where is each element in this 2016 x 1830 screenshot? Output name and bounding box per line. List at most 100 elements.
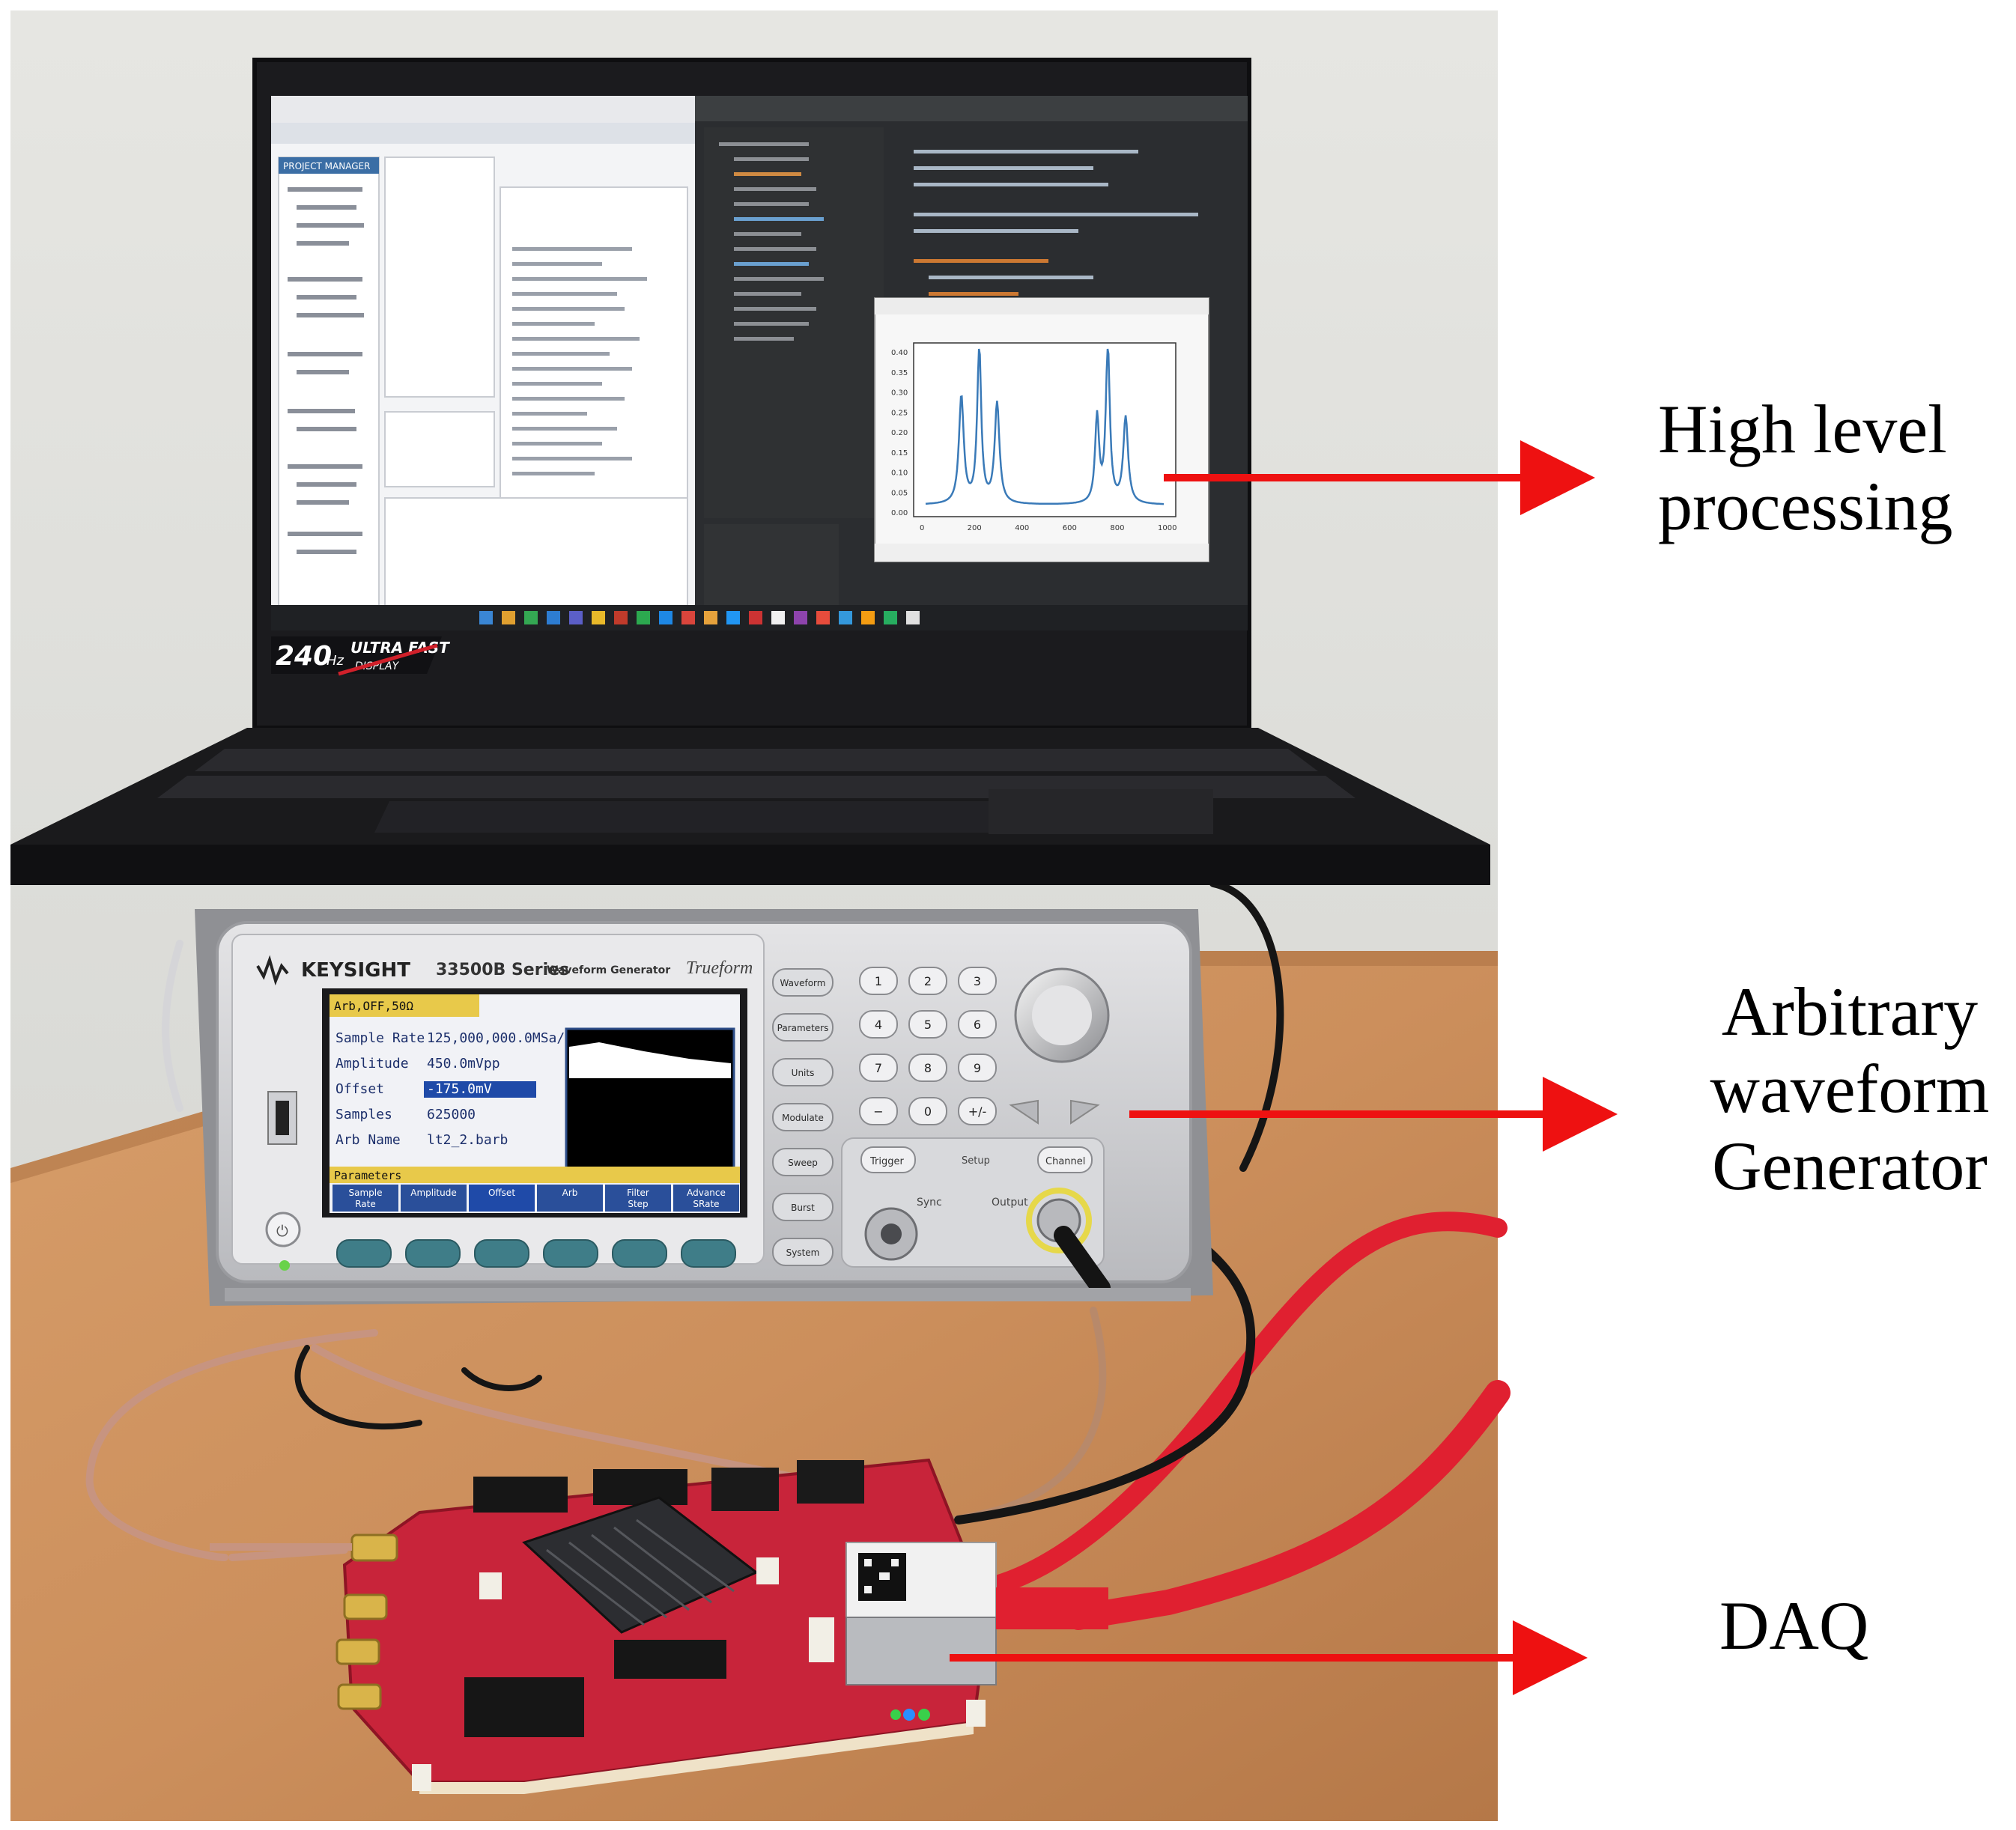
awg-softkey-label: Rate: [355, 1199, 376, 1209]
awg-status: Arb,OFF,50Ω: [334, 999, 413, 1013]
awg-brand: KEYSIGHT: [301, 959, 410, 982]
awg-keypad-key: 0: [924, 1104, 932, 1119]
awg-softkey-label: Advance: [687, 1188, 726, 1198]
plot-x-tick: 800: [1110, 524, 1124, 532]
daq-board: [210, 1458, 1108, 1794]
awg-function-key: Parameters: [777, 1023, 829, 1033]
label-line: High level: [1658, 391, 1947, 467]
sma-connectors: [336, 1533, 398, 1710]
awg-softkey-label: Filter: [627, 1188, 649, 1198]
keyboard: [157, 749, 1355, 834]
awg-param-name: Amplitude: [336, 1056, 409, 1071]
left-arrow-key: [1009, 1099, 1039, 1125]
awg-param-name: Sample Rate: [336, 1030, 425, 1046]
power-button: [265, 1212, 301, 1247]
plot-y-tick: 0.00: [891, 509, 908, 517]
awg-function-key: Waveform: [780, 978, 826, 988]
awg-param-value: 125,000,000.0MSa/s: [427, 1030, 573, 1046]
plot-x-tick: 0: [920, 524, 924, 532]
laptop-screen: PROJECT MANAGER: [271, 96, 1248, 630]
gpio-header-top-left: [473, 1477, 568, 1513]
sata-connector-1: [711, 1468, 779, 1511]
awg-keypad-key: 2: [924, 974, 932, 988]
svg-text:Sync: Sync: [917, 1197, 942, 1209]
plot-y-tick: 0.25: [891, 409, 908, 417]
laptop: PROJECT MANAGER: [10, 58, 1490, 885]
label-line: Generator: [1712, 1128, 1988, 1205]
plot-y-tick: 0.05: [891, 489, 908, 497]
svg-text:Hz: Hz: [327, 653, 344, 669]
display-badge: 240 Hz ULTRA FAST DISPLAY: [271, 636, 450, 676]
ethernet-port: [845, 1617, 997, 1685]
awg-keypad-key: 5: [924, 1018, 932, 1032]
plot-x-tick: 200: [968, 524, 982, 532]
awg-model-sub: Waveform Generator: [547, 964, 670, 976]
awg-softkey-label: Step: [628, 1199, 648, 1209]
awg-param-value: -175.0mV: [427, 1081, 492, 1097]
ide-code-lines: [512, 247, 647, 475]
gpio-header-top: [593, 1469, 687, 1505]
label-awg: Arbitrary waveform Generator: [1692, 973, 2007, 1205]
awg-param-value: 450.0mVpp: [427, 1056, 500, 1071]
svg-text:Output: Output: [992, 1197, 1028, 1209]
awg-keypad-key: −: [873, 1104, 883, 1119]
awg-param-name: Samples: [336, 1107, 392, 1122]
plot-x-tick: 1000: [1158, 524, 1176, 532]
awg-function-key: Sweep: [788, 1158, 818, 1168]
svg-text:240: 240: [276, 641, 332, 672]
awg-trueform: Trueform: [686, 958, 753, 978]
awg-keypad-key: 7: [875, 1061, 882, 1075]
output-bnc-ring: [1026, 1188, 1092, 1253]
awg-function-keys: WaveformParametersUnitsModulateSweepBurs…: [772, 968, 834, 1266]
dark-ide-lines: [719, 142, 1198, 341]
awg-softkey-label: Sample: [349, 1188, 383, 1198]
waveform-generator: KEYSIGHT 33500B Series Waveform Generato…: [195, 909, 1213, 1306]
gpio-header-bottom: [614, 1640, 726, 1679]
plot-curve: [925, 348, 1164, 505]
awg-keypad-key: 8: [924, 1061, 932, 1075]
plot-x-tick: 400: [1015, 524, 1029, 532]
plot-y-tick: 0.40: [891, 349, 908, 357]
awg-softkey-label: SRate: [693, 1199, 719, 1209]
sata-connector-2: [797, 1460, 864, 1504]
ethernet-cable: [996, 1587, 1108, 1629]
power-icon: ⏻: [276, 1222, 288, 1240]
awg-function-key: System: [786, 1247, 820, 1258]
taskbar-icons: [479, 611, 920, 624]
awg-softkey-label: Arb: [562, 1188, 578, 1198]
ide-panel-title: PROJECT MANAGER: [283, 161, 370, 171]
awg-param-name: Offset: [336, 1081, 384, 1097]
status-led-blue: [903, 1709, 915, 1721]
cables: [85, 880, 1511, 1630]
plot-y-tick: 0.15: [891, 449, 908, 458]
svg-text:DISPLAY: DISPLAY: [355, 660, 400, 672]
awg-keypad-key: 9: [974, 1061, 981, 1075]
svg-text:Channel: Channel: [1045, 1156, 1085, 1167]
plot-y-tick: 0.20: [891, 429, 908, 437]
annotation-arrows: [950, 440, 1618, 1695]
right-arrow-key: [1070, 1099, 1100, 1125]
label-line: processing: [1658, 468, 1953, 545]
power-led: [279, 1260, 290, 1271]
awg-model: 33500B Series: [436, 961, 569, 979]
ide-file-tree: [288, 187, 364, 554]
label-line: waveform: [1710, 1051, 1990, 1128]
awg-softkey-label: Amplitude: [410, 1188, 457, 1198]
label-line: Arbitrary: [1721, 973, 1979, 1050]
plot-y-tick: 0.35: [891, 369, 908, 377]
awg-keypad-key: 1: [875, 974, 882, 988]
awg-function-key: Modulate: [782, 1113, 824, 1123]
label-daq: DAQ: [1719, 1587, 1868, 1665]
svg-text:Trigger: Trigger: [869, 1156, 904, 1167]
plot-y-tick: 0.30: [891, 389, 908, 398]
status-led-green: [918, 1709, 930, 1721]
label-line: DAQ: [1719, 1587, 1869, 1664]
awg-keypad-key: +/-: [968, 1104, 987, 1119]
awg-function-key: Units: [792, 1068, 815, 1078]
